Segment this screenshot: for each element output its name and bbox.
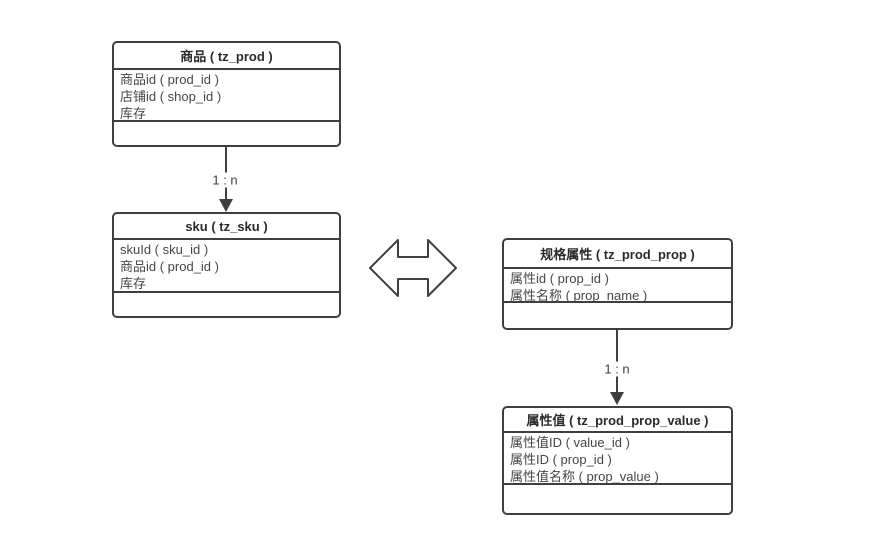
cardinality-label: 1 : n <box>600 361 634 377</box>
arrowhead-down-icon <box>219 199 233 212</box>
field-row: 库存 <box>120 276 147 291</box>
entity-fields: 商品id ( prod_id ) 店铺id ( shop_id ) 库存 <box>114 70 339 122</box>
entity-footer <box>504 303 731 328</box>
field-row: 店铺id ( shop_id ) <box>120 89 222 104</box>
arrowhead-down-icon <box>610 392 624 405</box>
entity-table-prod-prop: 规格属性 ( tz_prod_prop ) 属性id ( prop_id ) 属… <box>502 238 733 330</box>
entity-title: sku ( tz_sku ) <box>114 214 339 240</box>
field-row: 属性ID ( prop_id ) <box>510 452 612 467</box>
field-row: 商品id ( prod_id ) <box>120 72 219 87</box>
entity-title: 属性值 ( tz_prod_prop_value ) <box>504 408 731 433</box>
cardinality-label: 1 : n <box>208 172 242 188</box>
entity-footer <box>504 485 731 513</box>
field-row: 属性值ID ( value_id ) <box>510 435 630 450</box>
field-row: skuId ( sku_id ) <box>120 242 209 257</box>
connector-line <box>616 330 618 392</box>
field-row: 库存 <box>120 106 147 121</box>
entity-table-sku: sku ( tz_sku ) skuId ( sku_id ) 商品id ( p… <box>112 212 341 318</box>
entity-title: 规格属性 ( tz_prod_prop ) <box>504 240 731 269</box>
field-row: 商品id ( prod_id ) <box>120 259 219 274</box>
entity-footer <box>114 122 339 145</box>
entity-fields: skuId ( sku_id ) 商品id ( prod_id ) 库存 <box>114 240 339 293</box>
field-row: 属性值名称 ( prop_value ) <box>510 469 659 484</box>
entity-table-prod: 商品 ( tz_prod ) 商品id ( prod_id ) 店铺id ( s… <box>112 41 341 147</box>
field-row: 属性id ( prop_id ) <box>510 271 609 286</box>
double-arrow-icon <box>369 239 457 297</box>
entity-fields: 属性id ( prop_id ) 属性名称 ( prop_name ) <box>504 269 731 303</box>
entity-footer <box>114 293 339 316</box>
entity-fields: 属性值ID ( value_id ) 属性ID ( prop_id ) 属性值名… <box>504 433 731 485</box>
entity-table-prod-prop-value: 属性值 ( tz_prod_prop_value ) 属性值ID ( value… <box>502 406 733 515</box>
entity-title: 商品 ( tz_prod ) <box>114 43 339 70</box>
field-row: 属性名称 ( prop_name ) <box>510 288 648 303</box>
